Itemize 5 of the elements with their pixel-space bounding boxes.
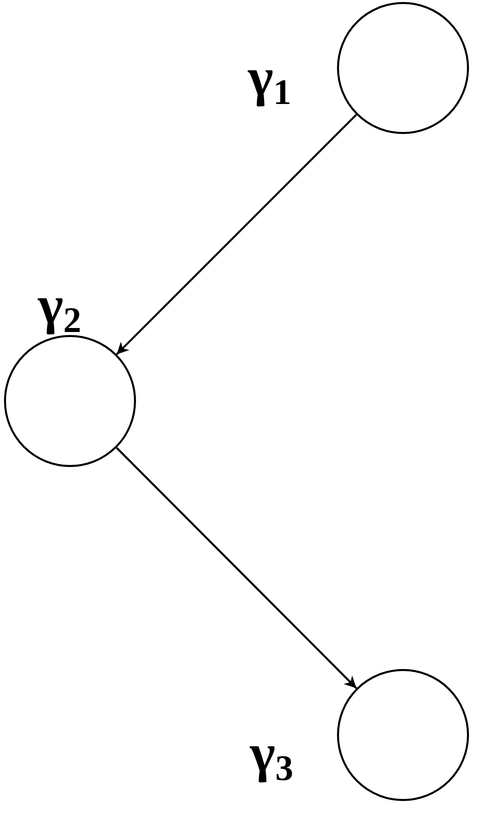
state-label: γ$_{2}$	[38, 278, 82, 338]
arrow	[116, 114, 358, 356]
state-label: γ$_{1}$	[248, 50, 292, 110]
state-label: γ$_{3}$	[250, 726, 294, 786]
arrow	[116, 447, 358, 689]
